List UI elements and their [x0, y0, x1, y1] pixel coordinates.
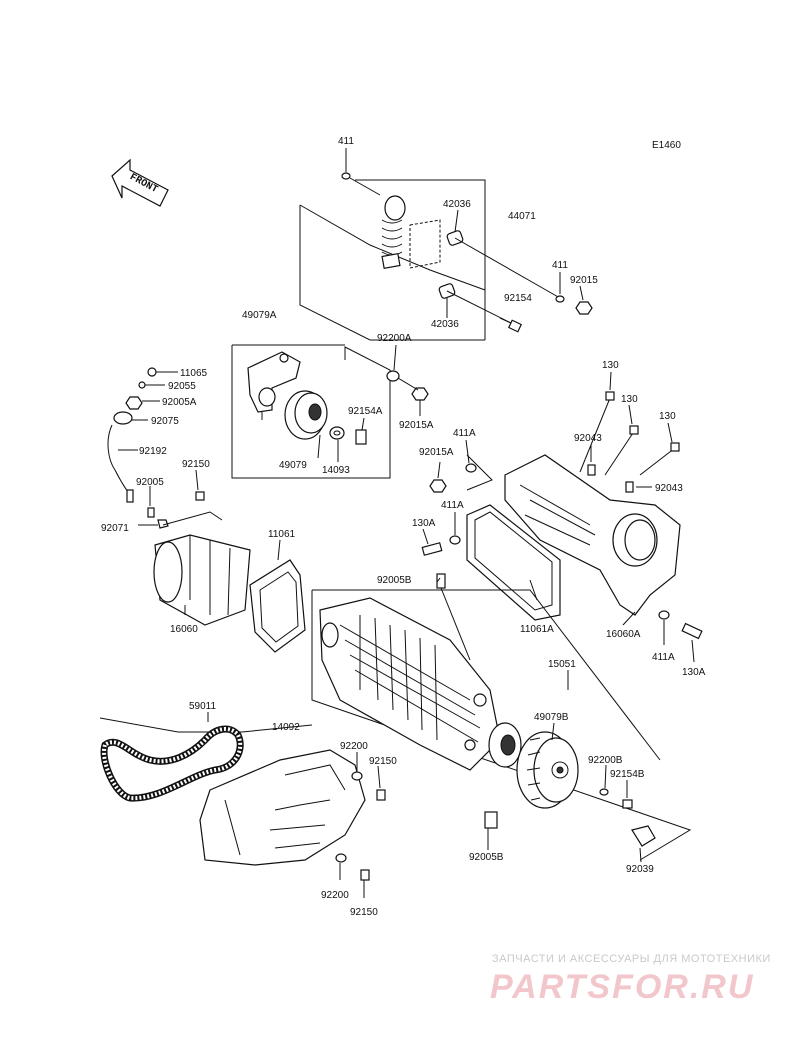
label-92071: 92071 — [101, 523, 129, 534]
label-411A-b: 411A — [441, 500, 464, 511]
label-92039: 92039 — [626, 864, 654, 875]
label-92150-c: 92150 — [350, 907, 378, 918]
label-49079A: 49079A — [242, 310, 277, 321]
label-92150-b: 92150 — [369, 756, 397, 767]
watermark: ЗАПЧАСТИ И АКСЕССУАРЫ ДЛЯ МОТОТЕХНИКИ PA… — [490, 953, 771, 1006]
label-11065: 11065 — [180, 368, 208, 379]
belt-cover-14092 — [199, 724, 386, 881]
label-92055: 92055 — [168, 381, 196, 392]
label-92043-a: 92043 — [574, 433, 602, 444]
label-92154B: 92154B — [610, 769, 645, 780]
housing-16060A — [421, 391, 703, 640]
label-14093: 14093 — [322, 465, 350, 476]
label-92005B-b: 92005B — [469, 852, 504, 863]
sensor-parts — [107, 367, 178, 529]
gasket-11061 — [249, 559, 306, 653]
label-59011: 59011 — [189, 701, 217, 712]
label-130A-b: 130A — [682, 667, 706, 678]
tensioner-assembly — [299, 172, 593, 341]
label-92200-b: 92200 — [321, 890, 349, 901]
label-130-b: 130 — [621, 394, 638, 405]
label-49079B: 49079B — [534, 712, 569, 723]
label-92005B-a: 92005B — [377, 575, 412, 586]
label-92015A-a: 92015A — [399, 420, 434, 431]
label-92154A: 92154A — [348, 406, 383, 417]
label-411-top: 411 — [338, 136, 354, 147]
label-49079: 49079 — [279, 460, 307, 471]
watermark-tagline: ЗАПЧАСТИ И АКСЕССУАРЫ ДЛЯ МОТОТЕХНИКИ — [492, 953, 771, 965]
bolt-92154A — [355, 429, 367, 445]
idler-pulley-assembly — [231, 344, 429, 479]
label-42036-a: 42036 — [443, 199, 471, 210]
belt-59011 — [99, 717, 244, 802]
label-16060A: 16060A — [606, 629, 641, 640]
label-411-right: 411 — [552, 260, 568, 271]
label-16060: 16060 — [170, 624, 198, 635]
label-42036-b: 42036 — [431, 319, 459, 330]
label-92150-a: 92150 — [182, 459, 210, 470]
supercharger-15051 — [311, 573, 692, 861]
label-92200B: 92200B — [588, 755, 623, 766]
diagram-code: E1460 — [652, 140, 681, 151]
watermark-logo: PARTSFOR.RU — [490, 968, 754, 1006]
label-92154: 92154 — [504, 293, 532, 304]
label-92005A: 92005A — [162, 397, 197, 408]
label-130-c: 130 — [659, 411, 676, 422]
label-92200A: 92200A — [377, 333, 412, 344]
label-92005: 92005 — [136, 477, 164, 488]
label-15051: 15051 — [548, 659, 576, 670]
label-130A-a: 130A — [412, 518, 436, 529]
label-44071: 44071 — [508, 211, 536, 222]
bolt-92154 — [499, 317, 523, 333]
label-11061: 11061 — [268, 529, 296, 540]
label-92075: 92075 — [151, 416, 179, 427]
front-arrow-icon: FRONT — [111, 158, 169, 207]
damper-spring — [381, 195, 406, 269]
leader-lines — [149, 148, 695, 898]
label-92015A-b: 92015A — [419, 447, 454, 458]
label-411A-a: 411A — [453, 428, 476, 439]
label-130-a: 130 — [602, 360, 619, 371]
label-92192: 92192 — [139, 446, 167, 457]
pulley-49079B — [516, 731, 656, 847]
label-411A-c: 411A — [652, 652, 675, 663]
intake-duct-16060 — [153, 491, 251, 626]
part-labels: 411 44071 42036 42036 411 92015 92154 49… — [101, 136, 706, 918]
label-11061A: 11061A — [520, 624, 554, 635]
label-14092: 14092 — [272, 722, 300, 733]
label-92200-a: 92200 — [340, 741, 368, 752]
label-92015: 92015 — [570, 275, 598, 286]
label-92043-b: 92043 — [655, 483, 683, 494]
